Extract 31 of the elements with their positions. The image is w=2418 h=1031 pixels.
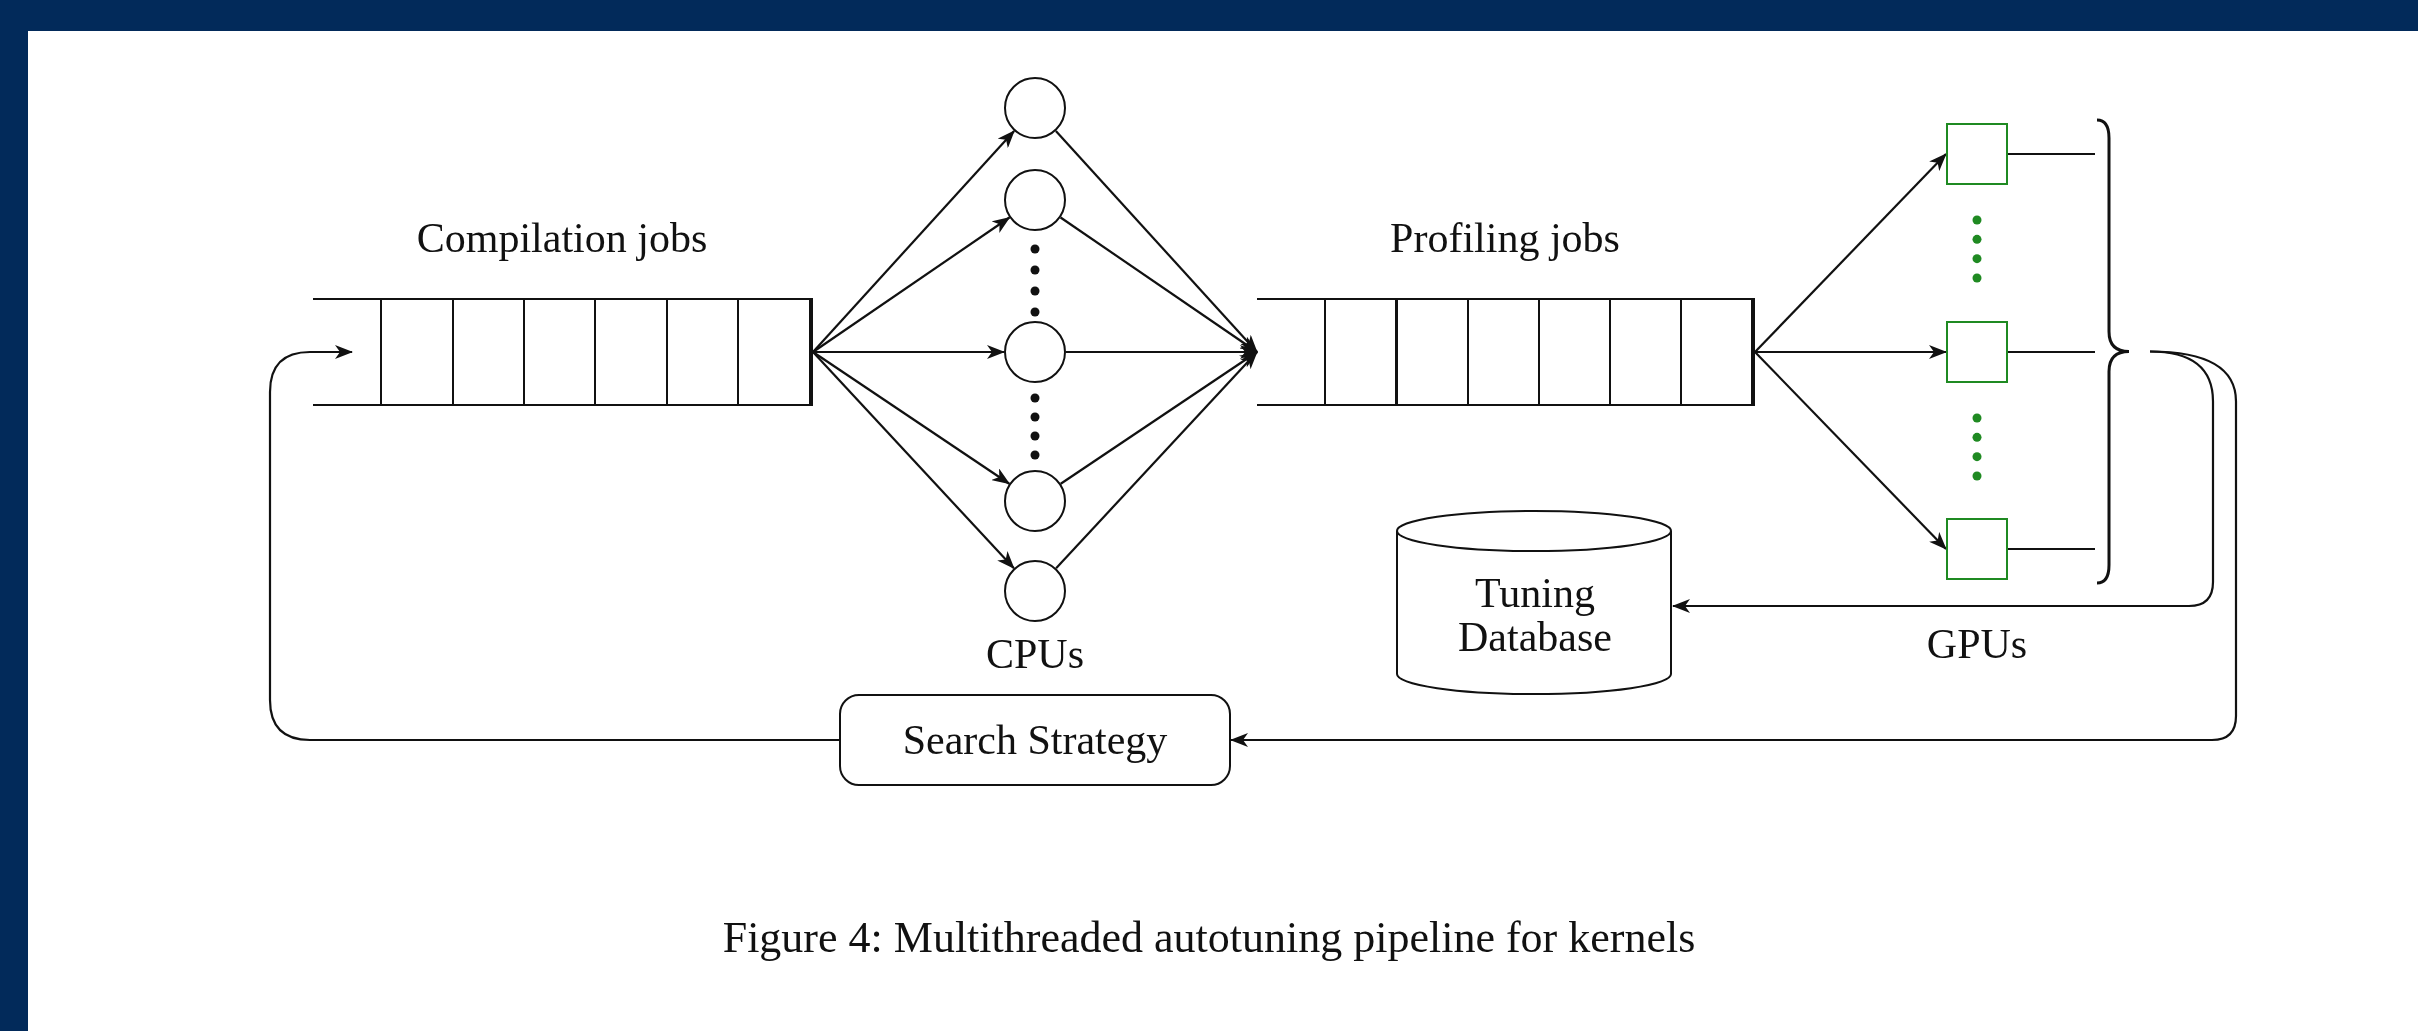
arrow bbox=[268, 345, 839, 742]
arrow bbox=[812, 351, 1011, 485]
arrow bbox=[812, 216, 1011, 353]
processor-circle bbox=[1004, 77, 1066, 139]
arrow bbox=[1055, 351, 1258, 570]
queue-heading: Compilation jobs bbox=[416, 214, 708, 262]
connector-line bbox=[2008, 152, 2095, 156]
processor-circle bbox=[1004, 169, 1066, 231]
connector-line bbox=[2008, 350, 2095, 354]
processor-square bbox=[1946, 321, 2008, 383]
processor-circle bbox=[1004, 560, 1066, 622]
arrow bbox=[812, 130, 1015, 353]
processor-square bbox=[1946, 123, 2008, 185]
queue-heading: Profiling jobs bbox=[1390, 214, 1620, 262]
arrow bbox=[1230, 350, 2238, 747]
group-label: GPUs bbox=[1926, 620, 2028, 668]
arrow bbox=[813, 345, 1005, 359]
box-label: Search Strategy bbox=[902, 716, 1168, 764]
processor-circle bbox=[1004, 470, 1066, 532]
arrow bbox=[1755, 345, 1947, 359]
processor-square bbox=[1946, 518, 2008, 580]
figure-caption: Figure 4: Multithreaded autotuning pipeline for kernels bbox=[721, 912, 1697, 963]
database-label: Tuning Database bbox=[1457, 571, 1613, 660]
arrow bbox=[812, 351, 1015, 570]
arrow bbox=[1066, 345, 1258, 359]
process-box bbox=[839, 694, 1231, 786]
group-label: CPUs bbox=[985, 630, 1085, 678]
connector-line bbox=[2008, 547, 2095, 551]
arrow bbox=[1672, 350, 2215, 613]
arrow bbox=[1754, 153, 1947, 353]
arrow bbox=[1754, 351, 1947, 550]
